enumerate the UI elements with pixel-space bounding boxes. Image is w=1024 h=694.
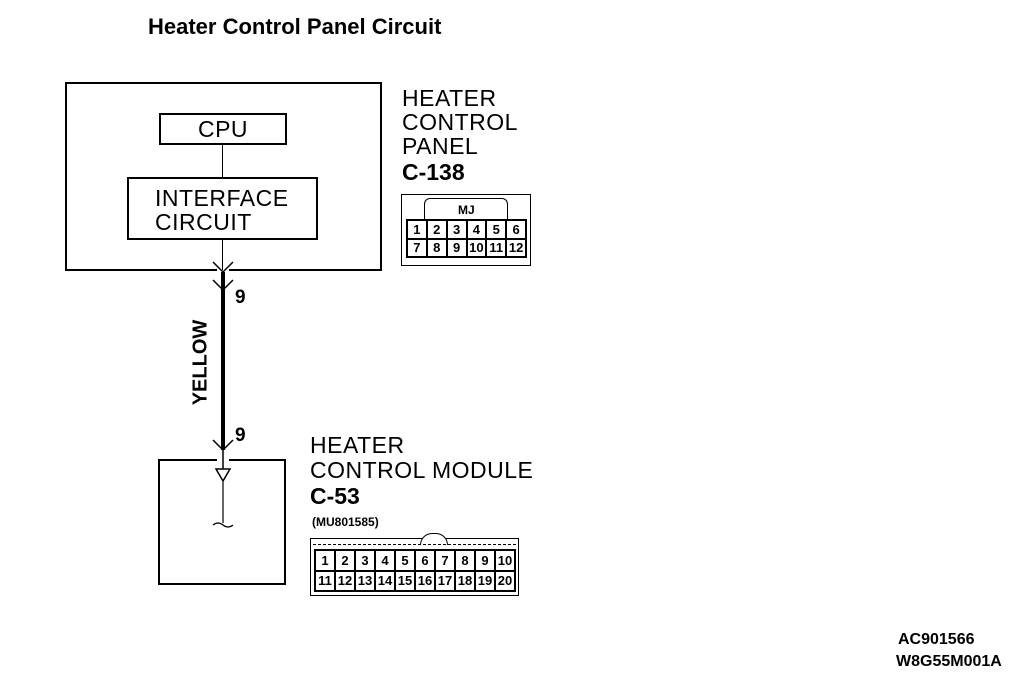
interface-connector-line	[222, 240, 223, 270]
interface-label-line1: INTERFACE	[155, 185, 289, 211]
module-pin: 4	[375, 550, 395, 571]
panel-name-line1: HEATER	[402, 85, 497, 111]
module-connector-rail	[313, 544, 516, 545]
cpu-label: CPU	[197, 116, 249, 142]
module-box-top-left	[158, 459, 217, 461]
panel-pin: 8	[426, 238, 447, 257]
terminal-triangle-icon	[214, 468, 232, 483]
panel-pin: 1	[407, 220, 427, 239]
module-pin: 18	[455, 570, 475, 591]
panel-pin: 9	[446, 238, 467, 257]
module-pin: 2	[335, 550, 355, 571]
panel-box-bottom-left	[65, 269, 217, 271]
module-name-line2: CONTROL MODULE	[310, 457, 534, 483]
panel-pin: 7	[407, 238, 427, 257]
module-pin: 16	[415, 570, 435, 591]
module-pin: 17	[435, 570, 455, 591]
module-box-top-right	[229, 459, 286, 461]
module-part-number: (MU801585)	[312, 515, 379, 529]
module-pin: 11	[315, 570, 335, 591]
panel-pin: 3	[446, 220, 467, 239]
panel-connector-pin-grid: 1 2 3 4 5 6 7 8 9 10 11 12	[406, 219, 527, 258]
cpu-interface-line	[222, 145, 223, 177]
reference-code-1: AC901566	[898, 631, 975, 648]
panel-connector-latch	[424, 198, 508, 220]
module-connector-pin-grid: 1 2 3 4 5 6 7 8 9 10 11 12 13 14 15 16 1…	[314, 549, 516, 592]
panel-connector-id: C-138	[402, 159, 465, 185]
module-name-line1: HEATER	[310, 432, 405, 458]
wire-bottom-pin-label: 9	[235, 425, 246, 446]
wire-svg	[212, 261, 234, 460]
module-pin: 5	[395, 550, 415, 571]
module-pin: 14	[375, 570, 395, 591]
module-pin: 19	[475, 570, 495, 591]
module-pin: 6	[415, 550, 435, 571]
module-pin: 3	[355, 550, 375, 571]
module-pin: 10	[495, 550, 515, 571]
top-chevron-icon	[212, 261, 234, 274]
module-pin: 8	[455, 550, 475, 571]
panel-pin: 11	[486, 238, 507, 257]
terminal-break-icon	[212, 522, 234, 528]
module-connector-id: C-53	[310, 483, 360, 509]
panel-pin: 5	[486, 220, 507, 239]
panel-connector-tag: MJ	[458, 203, 475, 217]
module-terminal-svg	[212, 459, 234, 528]
diagram-title: Heater Control Panel Circuit	[148, 14, 442, 39]
module-pin: 9	[475, 550, 495, 571]
reference-code-2: W8G55M001A	[896, 653, 1002, 670]
module-pin: 20	[495, 570, 515, 591]
cpu-box: CPU	[159, 113, 287, 145]
panel-name-line2: CONTROL	[402, 109, 518, 135]
panel-name-line3: PANEL	[402, 133, 479, 159]
module-pin: 1	[315, 550, 335, 571]
module-pin: 15	[395, 570, 415, 591]
module-pin: 13	[355, 570, 375, 591]
interface-label-line2: CIRCUIT	[155, 209, 252, 235]
module-pin: 12	[335, 570, 355, 591]
panel-pin: 4	[466, 220, 487, 239]
panel-pin: 12	[506, 238, 526, 257]
panel-pin: 2	[426, 220, 447, 239]
panel-pin: 6	[506, 220, 526, 239]
interface-circuit-box: INTERFACE CIRCUIT	[127, 177, 318, 240]
wire-color-label: YELLOW	[189, 319, 212, 406]
wire-top-pin-label: 9	[235, 287, 246, 308]
module-pin: 7	[435, 550, 455, 571]
panel-box-bottom-right	[229, 269, 382, 271]
panel-pin: 10	[466, 238, 487, 257]
